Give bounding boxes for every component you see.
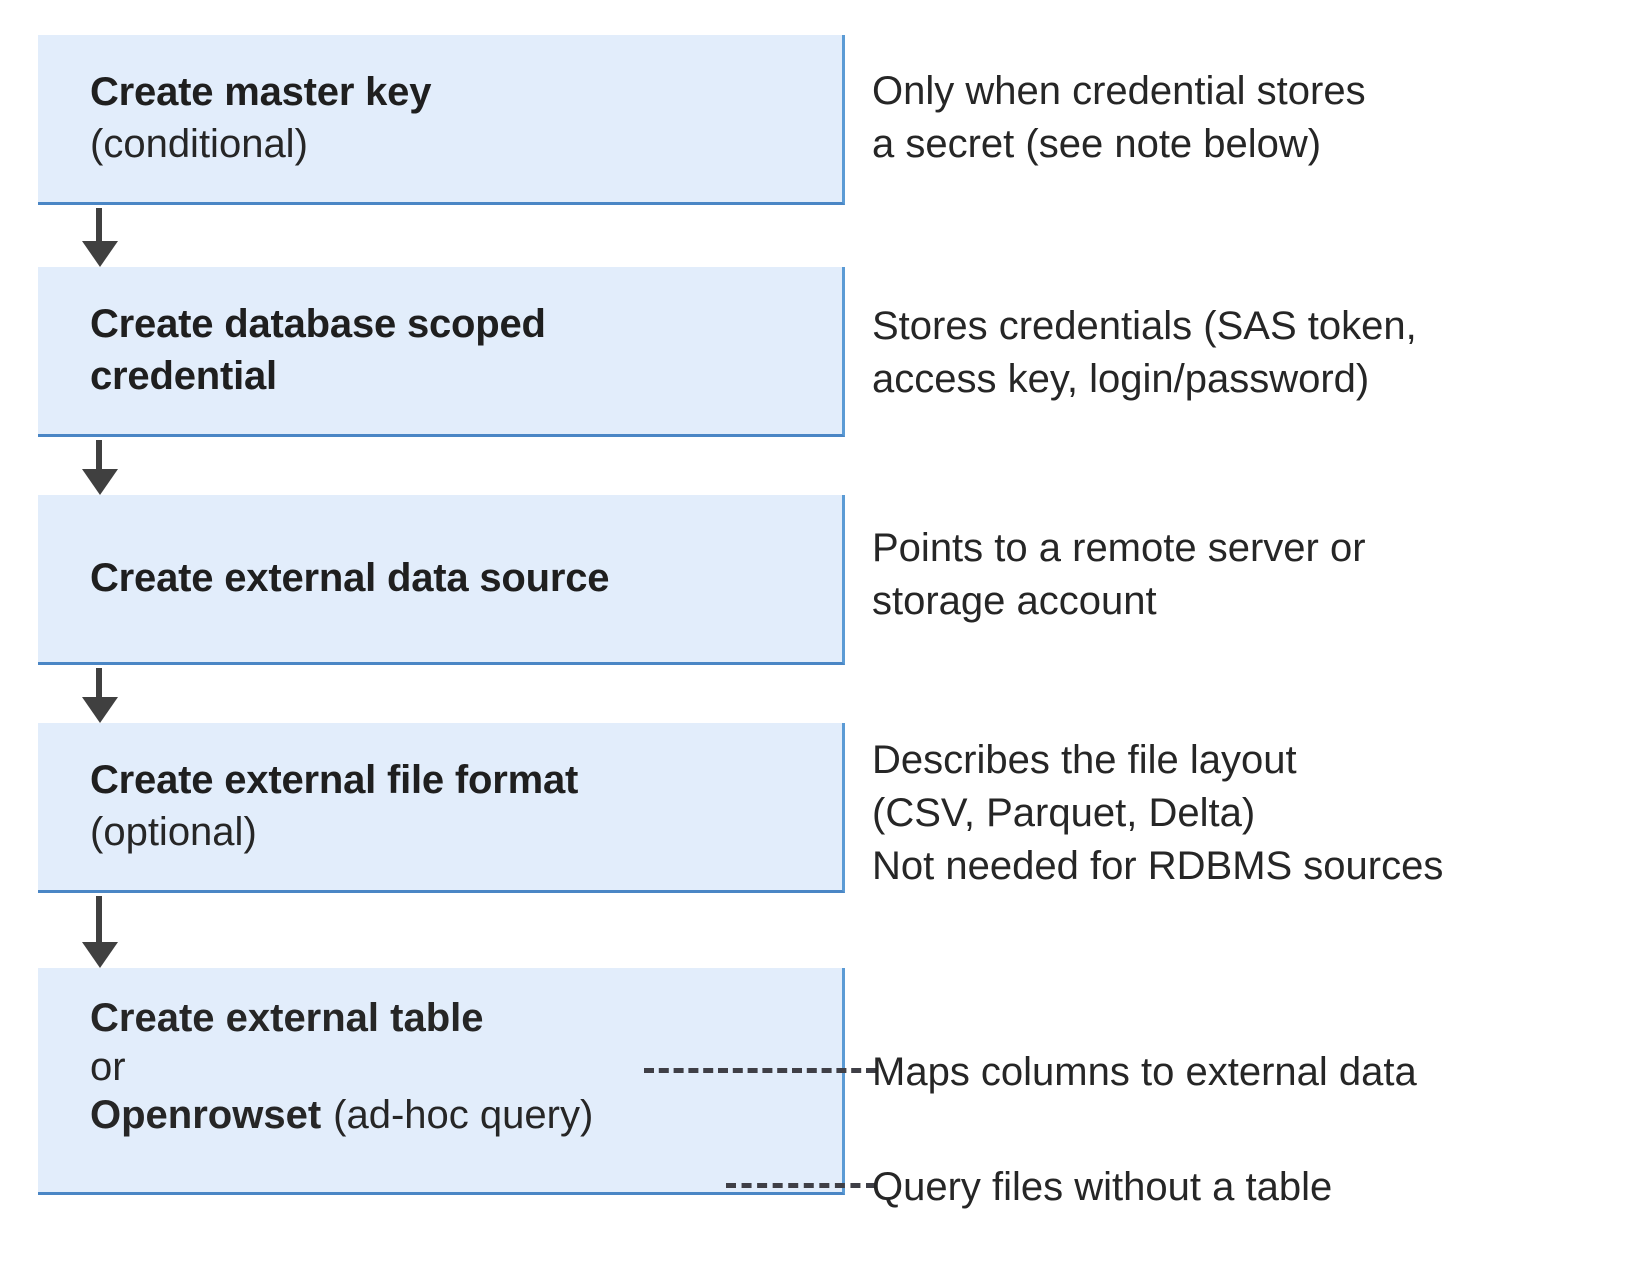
annotation-line: storage account xyxy=(872,578,1157,623)
arrow-down-icon-1 xyxy=(82,208,118,267)
step-title: Create master key xyxy=(90,70,432,115)
step-title: Create external file format xyxy=(90,758,579,803)
step-title: Create external data source xyxy=(90,555,610,600)
option-label: Openrowset xyxy=(90,1093,322,1137)
annotation-line: Points to a remote server or xyxy=(872,526,1366,570)
annotation-line: (CSV, Parquet, Delta) xyxy=(872,790,1256,835)
annotation-line: Stores credentials (SAS token, xyxy=(872,304,1417,348)
annotation-line: Describes the file layout xyxy=(872,738,1297,782)
step-box-create-master-key[interactable]: Create master key (conditional) xyxy=(38,35,845,205)
annotation-create-external-table: Maps columns to external data xyxy=(872,1046,1612,1099)
annotation-line: Not needed for RDBMS sources xyxy=(872,843,1444,888)
step-subtitle: (optional) xyxy=(90,809,257,854)
option-openrowset[interactable]: Openrowset (ad-hoc query) xyxy=(38,1093,842,1138)
step-title-line-2: credential xyxy=(90,353,277,398)
annotation-create-database-scoped-credential: Stores credentials (SAS token, access ke… xyxy=(872,300,1612,406)
step-title-line-1: Create database scoped xyxy=(90,302,546,347)
step-box-create-external-data-source[interactable]: Create external data source xyxy=(38,495,845,665)
step-box-create-external-file-format[interactable]: Create external file format (optional) xyxy=(38,723,845,893)
annotation-create-master-key: Only when credential stores a secret (se… xyxy=(872,65,1612,171)
annotation-line: Maps columns to external data xyxy=(872,1050,1417,1094)
annotation-create-external-file-format: Describes the file layout (CSV, Parquet,… xyxy=(872,734,1612,892)
step-box-create-external-table-or-openrowset[interactable]: Create external table or Openrowset (ad-… xyxy=(38,968,845,1195)
arrow-down-icon-4 xyxy=(82,896,118,968)
option-label: Create external table xyxy=(90,996,484,1040)
option-qualifier: (ad-hoc query) xyxy=(333,1093,594,1137)
option-create-external-table[interactable]: Create external table xyxy=(38,996,842,1041)
annotation-create-external-data-source: Points to a remote server or storage acc… xyxy=(872,522,1612,628)
dashed-leader-line-table xyxy=(644,1068,876,1073)
annotation-line: Only when credential stores xyxy=(872,69,1366,113)
arrow-down-icon-2 xyxy=(82,440,118,495)
step-box-create-database-scoped-credential[interactable]: Create database scoped credential xyxy=(38,267,845,437)
arrow-down-icon-3 xyxy=(82,668,118,723)
annotation-line: a secret (see note below) xyxy=(872,121,1322,166)
annotation-openrowset: Query files without a table xyxy=(872,1161,1612,1214)
dashed-leader-line-openrowset xyxy=(726,1183,876,1188)
annotation-line: access key, login/password) xyxy=(872,356,1370,401)
step-subtitle: (conditional) xyxy=(90,121,308,166)
option-separator: or xyxy=(90,1045,126,1089)
annotation-line: Query files without a table xyxy=(872,1165,1333,1209)
